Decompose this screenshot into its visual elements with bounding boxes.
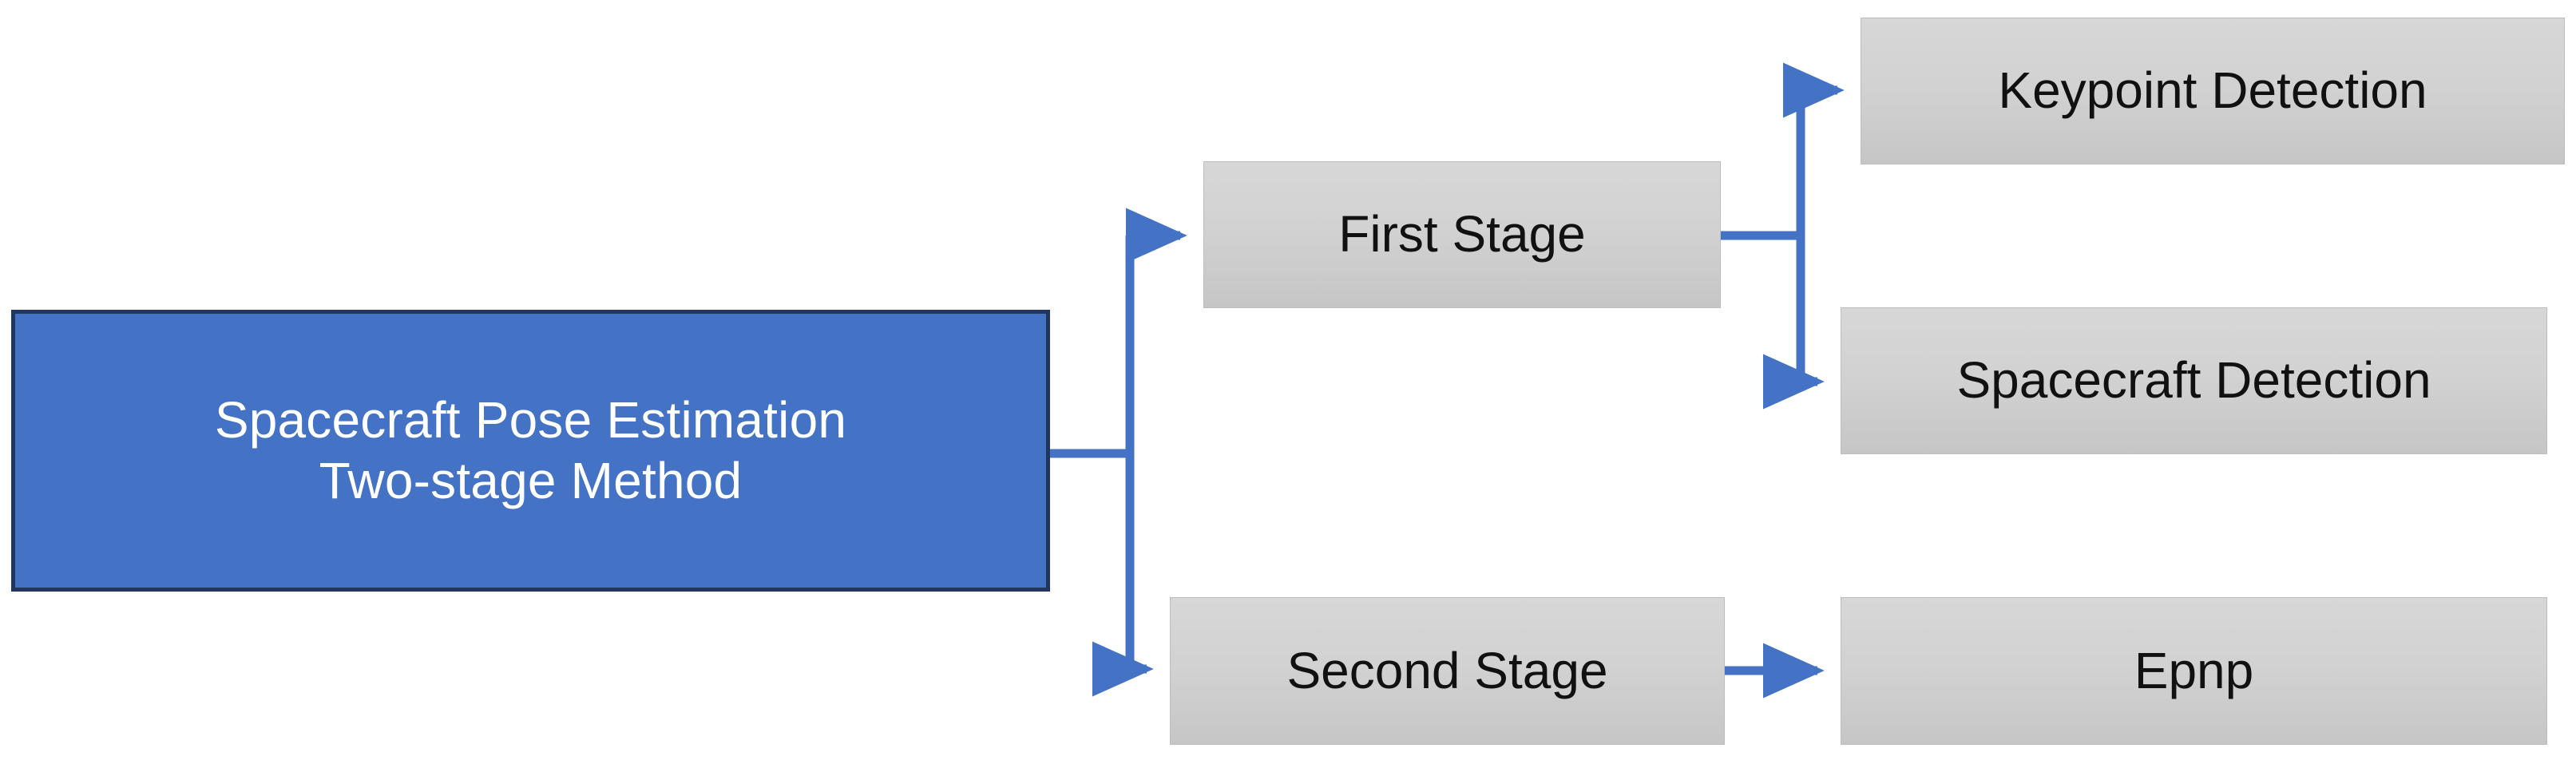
node-keypoint-detection-label: Keypoint Detection [1998, 61, 2427, 120]
node-epnp-label: Epnp [2134, 641, 2254, 699]
node-second-stage-label: Second Stage [1286, 641, 1608, 699]
node-first-stage-label: First Stage [1338, 205, 1586, 263]
node-second-stage[interactable]: Second Stage [1170, 597, 1725, 745]
edge-first-stage-stem [1721, 90, 1805, 382]
node-keypoint-detection[interactable]: Keypoint Detection [1861, 18, 2565, 164]
edge-root-stem [1050, 236, 1135, 669]
node-spacecraft-detection[interactable]: Spacecraft Detection [1841, 307, 2547, 454]
node-spacecraft-pose-estimation-two-stage-method[interactable]: Spacecraft Pose Estimation Two-stage Met… [11, 310, 1050, 592]
node-spacecraft-detection-label: Spacecraft Detection [1956, 351, 2431, 410]
node-epnp[interactable]: Epnp [1841, 597, 2547, 745]
node-root-label: Spacecraft Pose Estimation Two-stage Met… [214, 390, 847, 509]
node-first-stage[interactable]: First Stage [1203, 161, 1721, 308]
